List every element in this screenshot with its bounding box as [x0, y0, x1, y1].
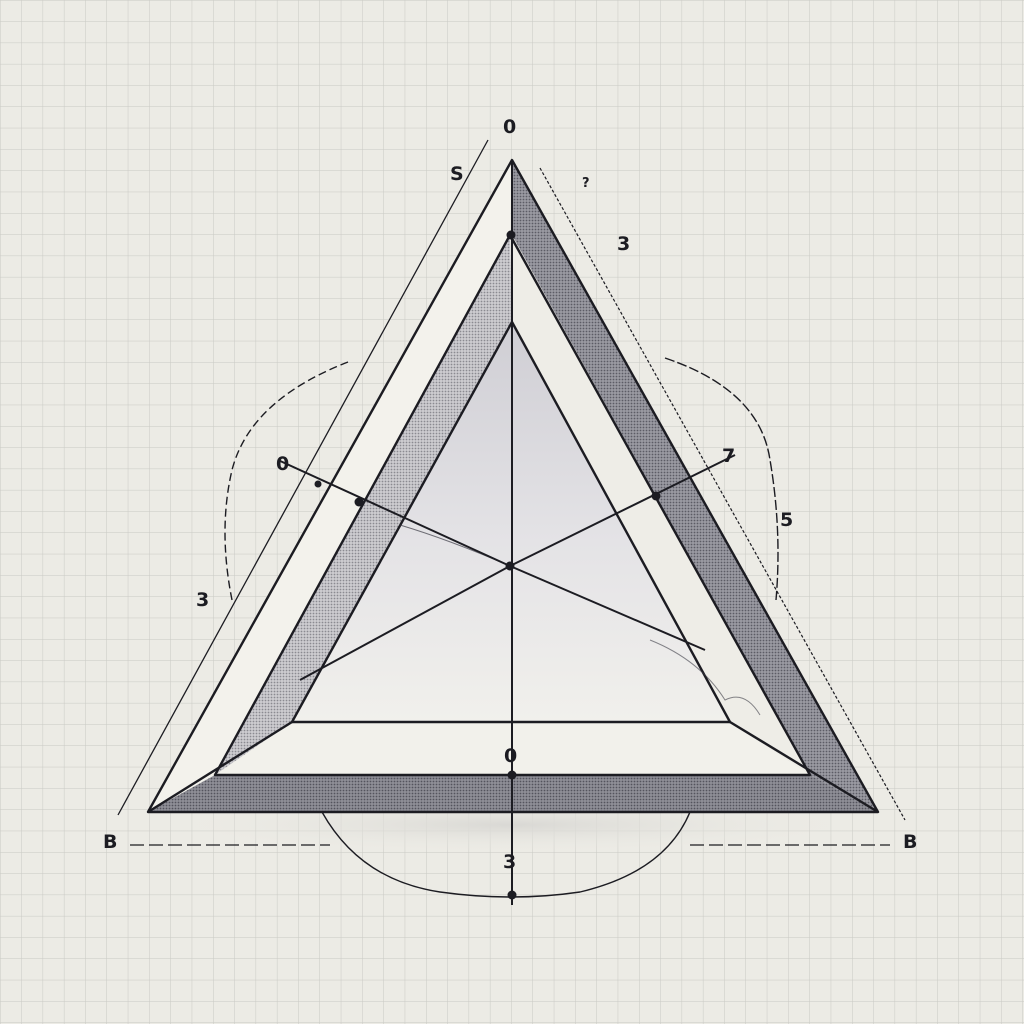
point-left-mid	[354, 497, 364, 507]
edge-right-corner	[729, 720, 879, 814]
label-bottom-right: B	[903, 831, 917, 853]
cross-line-right-upper	[509, 454, 736, 567]
point-right-mid	[651, 491, 661, 501]
guide-right	[539, 167, 906, 821]
label-right-side: 5	[780, 509, 793, 531]
point-center	[505, 561, 515, 571]
label-right-top-small: ?	[582, 176, 590, 191]
cross-line-right-lower	[509, 565, 706, 651]
point-bottom-center	[507, 770, 517, 780]
label-bottom-center: 3	[503, 851, 516, 873]
guide-left	[117, 139, 489, 816]
construction-arc-left	[224, 361, 349, 601]
label-left-top: S	[450, 163, 464, 185]
crack-right	[649, 639, 761, 716]
label-left-side: 3	[196, 589, 209, 611]
label-right-top: 3	[617, 233, 630, 255]
cross-line-left-lower	[299, 565, 511, 681]
edge-left-corner	[147, 720, 293, 814]
label-bottom-left: B	[103, 831, 117, 853]
label-apex: 0	[503, 116, 516, 138]
label-right-mid: 7	[722, 445, 735, 467]
label-left-mid: 0	[276, 453, 289, 475]
construction-arc-right	[664, 357, 779, 601]
label-bottom-center-top: 0	[504, 745, 517, 767]
point-apex-inner	[506, 230, 516, 240]
cross-line-left-upper	[277, 459, 511, 567]
point-bottom-axis	[507, 890, 517, 900]
point-left-outer	[314, 480, 322, 488]
